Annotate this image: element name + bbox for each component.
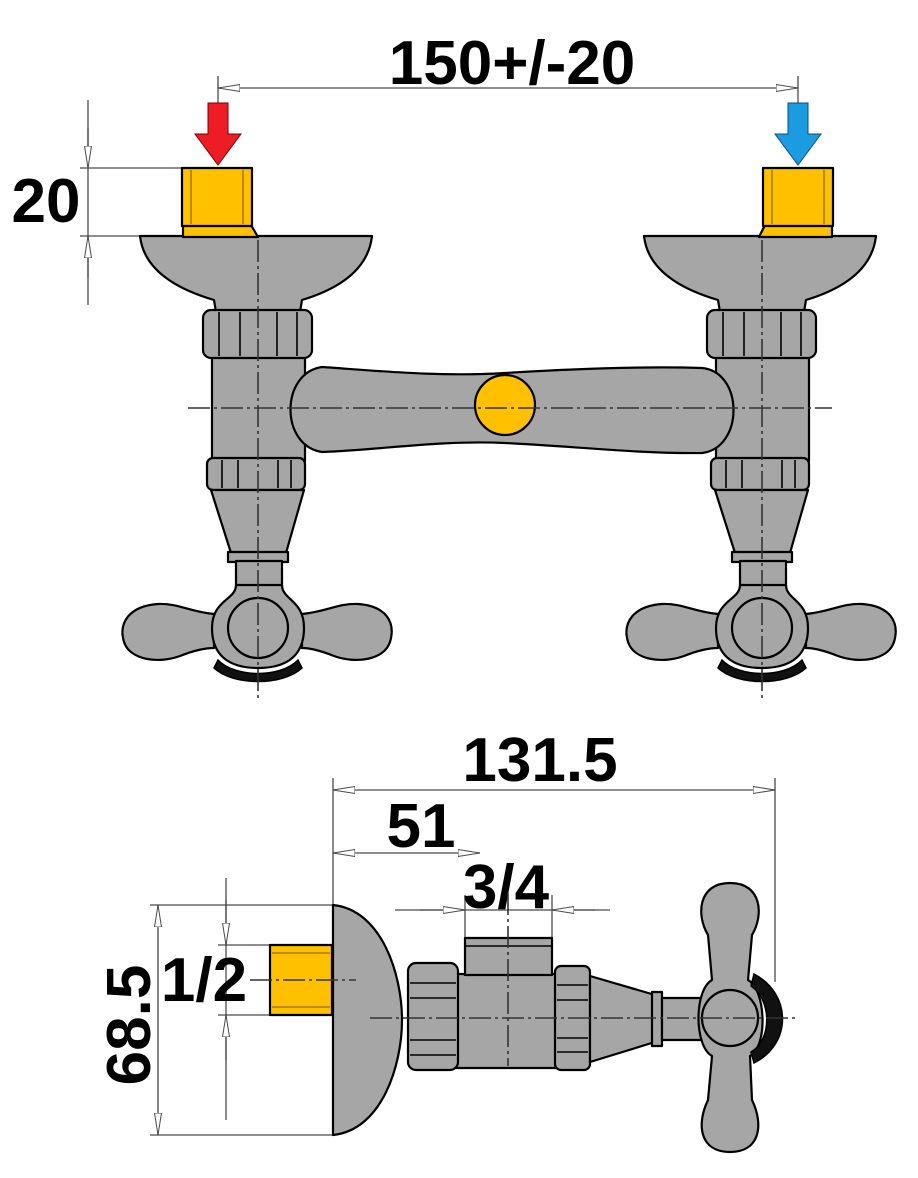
escutcheon: [138, 234, 374, 314]
right-valve: [625, 234, 897, 683]
front-view: 150+/-20 20: [12, 29, 897, 700]
outlet-thread-dimension: 3/4: [395, 853, 610, 940]
nut-faces: [557, 984, 588, 1053]
inlet-thread-dimension: 1/2: [161, 878, 270, 1120]
rear-nut-side: [406, 961, 460, 1072]
overall-depth-dimension: 131.5: [332, 726, 776, 982]
handle-end-cap: [717, 658, 807, 683]
bonnet-taper-side: [588, 974, 657, 1064]
escutcheon-side: [331, 903, 404, 1137]
cold-water-arrow-icon: [774, 102, 822, 166]
hot-water-arrow-icon: [194, 102, 242, 166]
valve-body-side: [454, 972, 560, 1070]
fitting-hex: [761, 166, 835, 228]
lower-nut: [709, 456, 811, 492]
nut-outline: [406, 961, 460, 1072]
handle-end-cap: [213, 658, 303, 683]
escutcheon: [642, 234, 878, 314]
escutcheon-diameter-label: 68.5: [95, 965, 164, 1086]
nut-faces: [722, 312, 802, 356]
outlet-offset-label: 51: [387, 792, 456, 861]
fitting-faces: [190, 170, 244, 224]
inlet-spacing-label: 150+/-20: [389, 29, 636, 98]
neck-ring-side: [650, 990, 664, 1048]
inlet-thread-label: 1/2: [161, 946, 247, 1015]
outlet-port: [473, 373, 537, 437]
cold-inlet-fitting: [757, 166, 835, 239]
nut-faces: [410, 982, 456, 1056]
left-valve: [121, 234, 393, 683]
fitting-faces: [272, 952, 330, 1008]
fitting-hex: [180, 166, 254, 228]
outlet-offset-dimension: 51: [333, 792, 480, 861]
overall-depth-label: 131.5: [462, 726, 617, 795]
handle-right-arm: [804, 602, 897, 662]
nut-faces: [725, 460, 796, 488]
lower-nut: [205, 456, 307, 492]
inlet-height-dimension: 20: [12, 100, 182, 305]
fitting-faces: [771, 170, 825, 224]
outlet-thread-label: 3/4: [463, 853, 550, 922]
handle-left-arm: [121, 602, 216, 662]
handle-right-arm: [300, 602, 393, 662]
hot-inlet-fitting: [180, 166, 260, 239]
nut-faces: [218, 312, 298, 356]
inlet-height-label: 20: [12, 167, 81, 236]
escutcheon-diameter-dimension: 68.5: [95, 904, 333, 1136]
side-view: 131.5 51 3/4 1/2: [95, 726, 795, 1154]
inlet-spacing-dimension: 150+/-20: [217, 29, 799, 104]
nut-faces: [221, 460, 292, 488]
handle-left-arm: [625, 602, 720, 662]
